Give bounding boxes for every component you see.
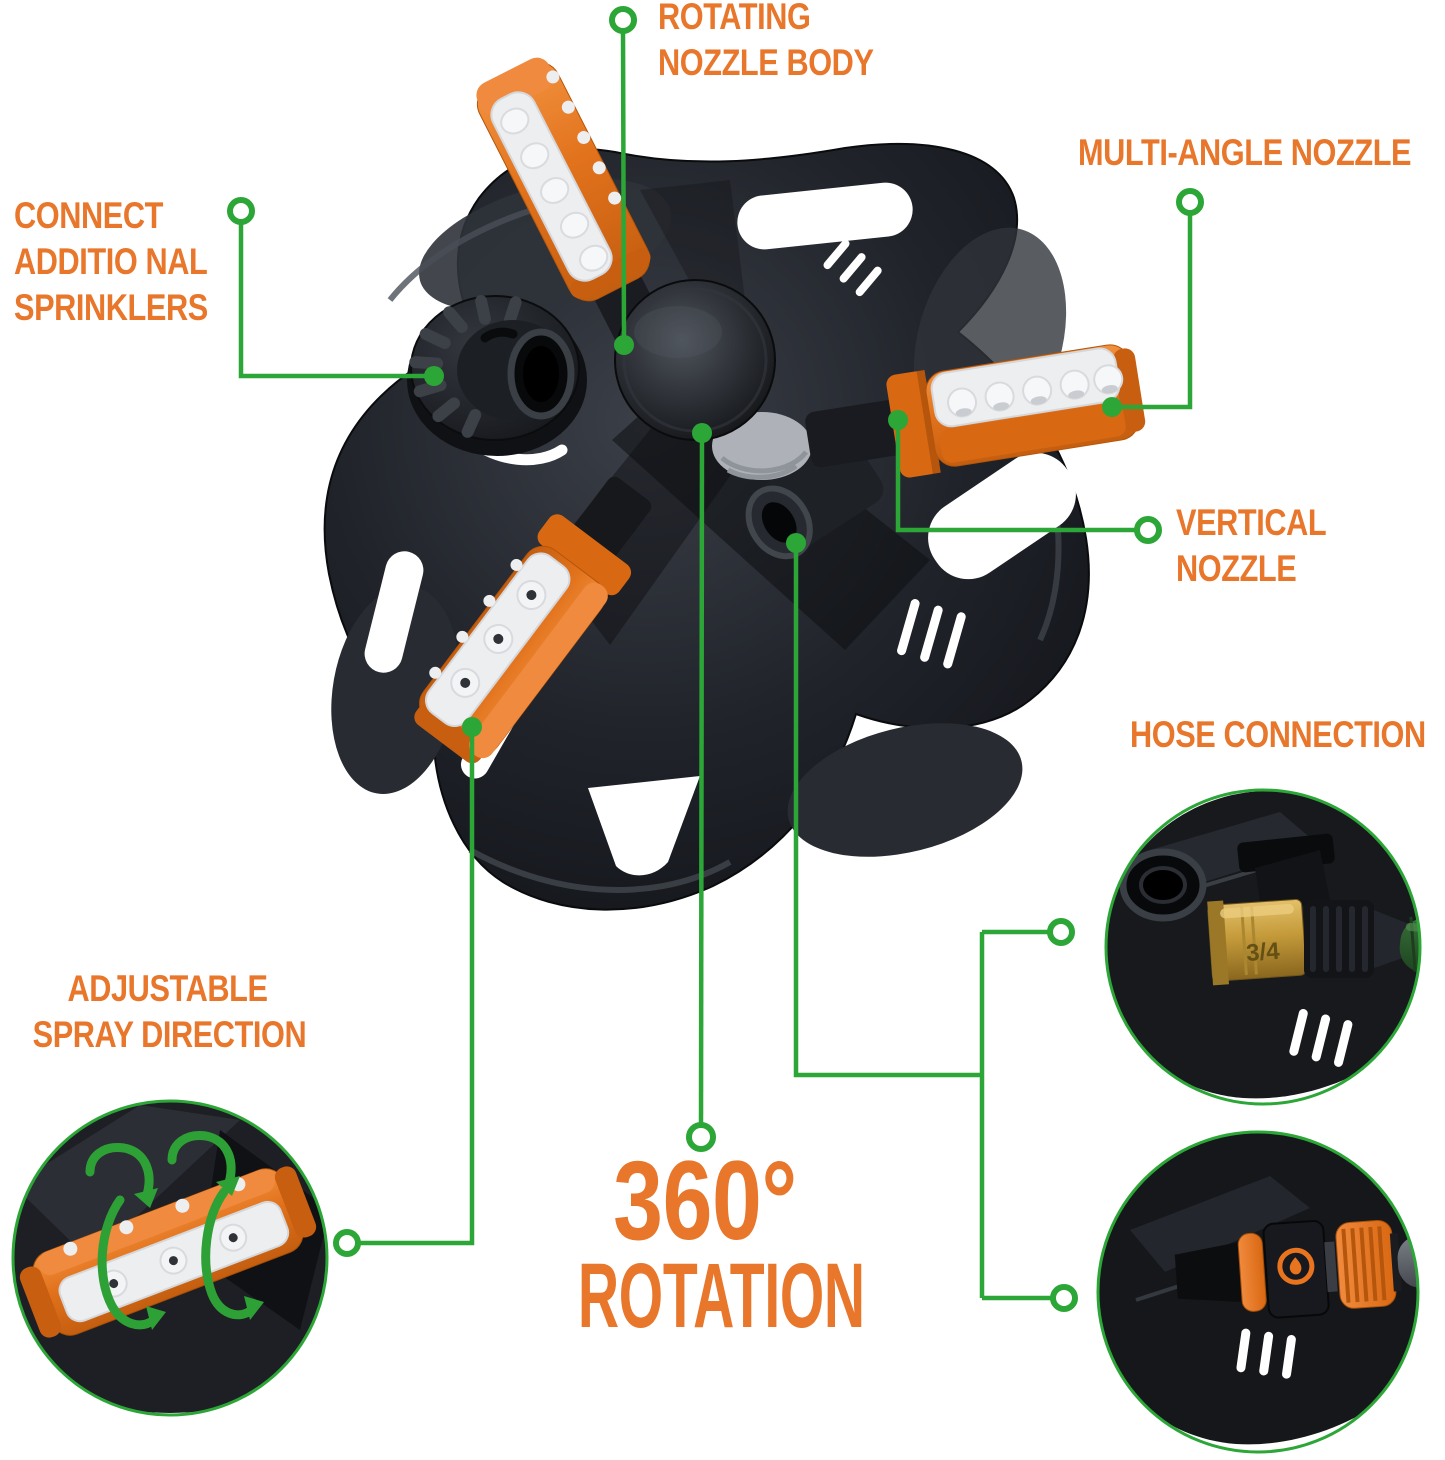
leader-connect-additional-sprinklers bbox=[227, 197, 444, 386]
callout-line: ADDITIO NAL bbox=[14, 241, 208, 282]
base-vent-slits bbox=[823, 239, 966, 669]
leader-360-rotation bbox=[686, 423, 716, 1152]
brass-fitting: 3/4 bbox=[1207, 898, 1307, 986]
leader-multi-angle-nozzle bbox=[1102, 188, 1204, 417]
leader-adjustable-spray-direction bbox=[333, 717, 482, 1257]
nozzle-arm-right bbox=[805, 344, 1146, 478]
leader-hose-connection bbox=[786, 533, 1078, 1312]
rotating-nozzle-body-disc bbox=[614, 279, 776, 441]
leader-rotating-nozzle-body bbox=[609, 6, 637, 355]
callout-multi-angle-nozzle: MULTI-ANGLE NOZZLE bbox=[1078, 130, 1445, 176]
inset-quick-connect bbox=[1096, 1130, 1420, 1454]
quick-connector bbox=[1174, 1219, 1418, 1319]
brass-size-badge: 3/4 bbox=[1245, 938, 1281, 967]
callout-line: CONNECT bbox=[14, 195, 163, 236]
inset-adjustable-spray-direction bbox=[11, 1099, 329, 1417]
callout-360-rotation: 360° ROTATION bbox=[500, 1138, 910, 1347]
rotation-degrees: 360° bbox=[613, 1138, 797, 1263]
inset-vent-slits bbox=[1289, 1008, 1353, 1067]
callout-line: SPRINKLERS bbox=[14, 287, 208, 328]
callout-vertical-nozzle: VERTICAL NOZZLE bbox=[1176, 500, 1357, 592]
inset-nozzle-bar bbox=[19, 1166, 317, 1338]
garden-hose bbox=[1399, 916, 1420, 976]
nozzle-arm-lower-left bbox=[414, 476, 652, 764]
callout-rotating-nozzle-body: ROTATING NOZZLE BODY bbox=[658, 0, 918, 86]
callout-line: VERTICAL bbox=[1176, 502, 1327, 543]
callout-line: SPRAY DIRECTION bbox=[32, 1014, 307, 1055]
leader-vertical-nozzle bbox=[888, 410, 1162, 544]
callout-line: ROTATING bbox=[658, 0, 811, 37]
droplet-logo-icon bbox=[1277, 1247, 1315, 1285]
callout-line: NOZZLE bbox=[1176, 548, 1297, 589]
rotation-arrows-icon bbox=[85, 1131, 264, 1330]
callout-line: ADJUSTABLE bbox=[67, 968, 268, 1009]
callout-leader-lines bbox=[227, 6, 1204, 1312]
callout-adjustable-spray-direction: ADJUSTABLE SPRAY DIRECTION bbox=[5, 966, 330, 1058]
callout-connect-additional-sprinklers: CONNECT ADDITIO NAL SPRINKLERS bbox=[14, 193, 247, 331]
inset-vent-slits bbox=[1236, 1328, 1296, 1379]
callout-hose-connection: HOSE CONNECTION bbox=[1130, 712, 1445, 758]
additional-sprinkler-port-knob bbox=[407, 295, 587, 456]
callout-line: HOSE CONNECTION bbox=[1130, 714, 1426, 755]
rotation-word: ROTATION bbox=[577, 1245, 865, 1347]
callout-line: MULTI-ANGLE NOZZLE bbox=[1078, 132, 1412, 173]
inset-hose-connection: 3/4 bbox=[1104, 788, 1422, 1106]
callout-line: NOZZLE BODY bbox=[658, 42, 874, 83]
